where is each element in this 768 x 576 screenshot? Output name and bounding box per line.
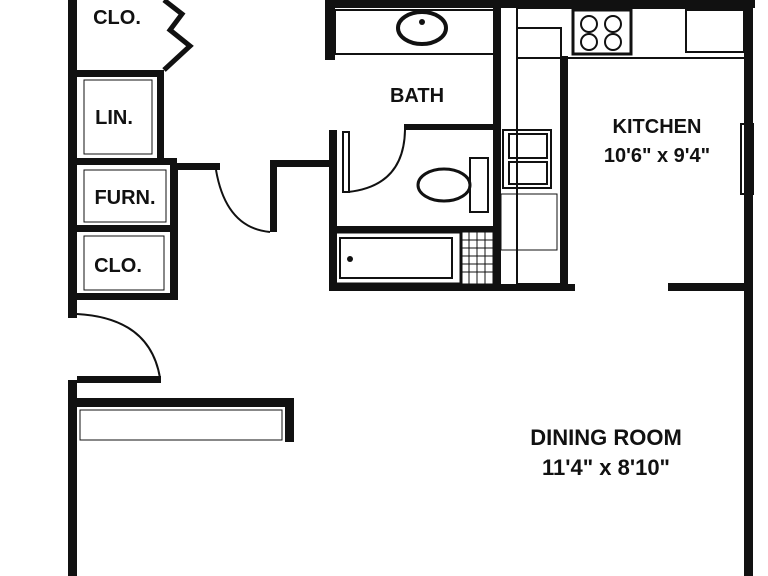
bath-entry-wall-top — [270, 160, 336, 167]
bath-door-frame — [404, 124, 496, 130]
kitchen-inner-wall — [560, 56, 568, 286]
bath-top-wall — [325, 0, 335, 60]
room-label-bath: BATH — [390, 85, 444, 107]
hall-door-leaf — [176, 163, 220, 170]
room-dimensions-kitchen: 10'6" x 9'4" — [604, 145, 710, 167]
counter-left-run — [516, 27, 562, 285]
room-label-linen: LIN. — [95, 107, 133, 129]
ledge-outline-right — [285, 398, 294, 442]
closet-column-wall — [157, 70, 164, 165]
burner-2 — [604, 15, 622, 33]
lin-bottom-wall — [77, 158, 177, 165]
left-outer-wall-upper — [68, 0, 77, 318]
toilet-bowl — [416, 167, 472, 203]
kitchen-right-wall-upper — [744, 0, 753, 60]
clo-top-folding-door — [162, 0, 194, 72]
hall-door-swing — [215, 169, 271, 233]
clo-bottom-bottom-wall — [77, 293, 178, 300]
kitchen-window — [740, 123, 754, 195]
burner-3 — [580, 33, 598, 51]
room-label-furnace: FURN. — [94, 187, 155, 209]
lin-shelf — [83, 79, 153, 155]
kitchen-sink-bowl-1 — [508, 133, 548, 159]
room-label-closet-top: CLO. — [93, 7, 141, 29]
bath-bottom-wall — [329, 284, 575, 291]
sink-drain — [419, 19, 425, 25]
tile-grid-lines — [461, 232, 493, 284]
entry-door-swing — [76, 313, 161, 379]
room-label-kitchen: KITCHEN — [613, 116, 702, 138]
closet-column-wall-lower — [170, 165, 178, 300]
tub-drain — [347, 256, 353, 262]
ledge-outline-top — [77, 398, 293, 407]
left-outer-wall-lower — [68, 380, 77, 576]
entry-door-leaf — [77, 376, 161, 383]
left-wall-group — [68, 0, 194, 576]
sink-basin — [396, 10, 448, 46]
furn-unit — [83, 169, 167, 223]
ledge-inner — [79, 409, 283, 441]
fridge-outline — [685, 9, 745, 53]
bath-right-wall — [493, 0, 501, 290]
kitchen-right-wall — [744, 60, 753, 576]
tub-wall-top — [329, 226, 495, 232]
storage-labels: CLO. LIN. FURN. CLO. — [93, 7, 155, 277]
range-outline — [571, 8, 633, 56]
kitchen-sink-bowl-2 — [508, 161, 548, 185]
toilet-tank — [469, 157, 489, 213]
bathroom: BATH — [325, 0, 575, 291]
tub-inner — [339, 237, 453, 279]
bath-wall-left — [329, 130, 337, 290]
room-dimensions-dining-room: 11'4" x 8'10" — [542, 455, 670, 480]
clo-bottom-shelf — [83, 235, 165, 291]
bath-entry-wall-left — [270, 160, 277, 232]
furn-bottom-wall — [77, 225, 177, 232]
bath-door-swing — [347, 129, 406, 193]
hall-doors — [76, 160, 336, 442]
room-label-closet-bottom: CLO. — [94, 255, 142, 277]
burner-1 — [580, 15, 598, 33]
vanity-counter — [334, 9, 496, 55]
burner-4 — [604, 33, 622, 51]
kitchen-top-wall — [330, 0, 755, 8]
dishwasher — [500, 193, 558, 251]
dining-room: DINING ROOM 11'4" x 8'10" — [530, 425, 682, 480]
kitchen: KITCHEN 10'6" x 9'4" — [330, 0, 755, 576]
clo-top-bottom-wall — [77, 70, 164, 77]
bath-door-leaf — [342, 131, 350, 193]
room-label-dining-room: DINING ROOM — [530, 425, 682, 450]
kitchen-sink-outer — [502, 129, 552, 189]
dining-partition — [668, 283, 748, 291]
